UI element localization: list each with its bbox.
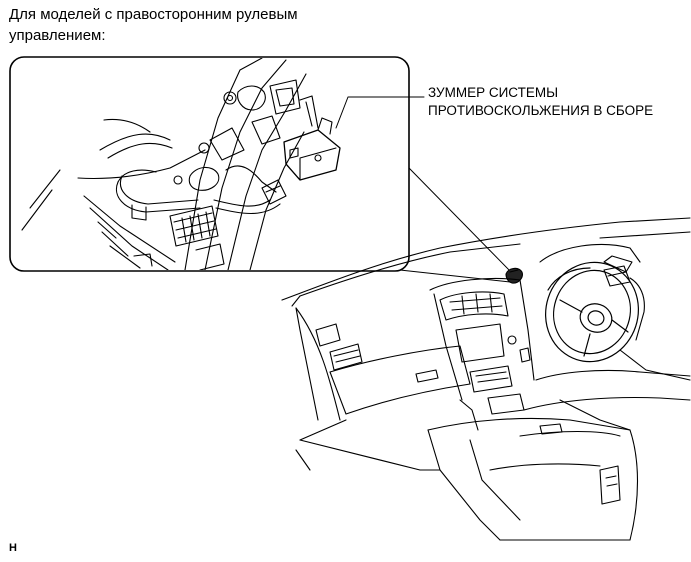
center-console xyxy=(427,417,638,541)
dashboard-view xyxy=(281,217,691,541)
center-stack xyxy=(429,277,535,415)
inset-steering-bracket xyxy=(184,58,307,270)
inset-dash-contour xyxy=(77,149,206,270)
buzzer-assembly-label: ЗУММЕР СИСТЕМЫ ПРОТИВОСКОЛЬЖЕНИЯ В СБОРЕ xyxy=(428,84,653,120)
steering-wheel xyxy=(545,261,639,363)
figure-caption: Для моделей с правосторонним рулевым упр… xyxy=(9,4,298,46)
figure-code: H xyxy=(9,542,17,554)
buzzer-label-line-2: ПРОТИВОСКОЛЬЖЕНИЯ В СБОРЕ xyxy=(428,103,654,118)
instrument-hood xyxy=(539,243,641,263)
inset-wire-harness xyxy=(116,175,201,213)
caption-line-2: управлением: xyxy=(9,27,106,44)
caption-line-1: Для моделей с правосторонним рулевым xyxy=(9,6,298,23)
inset-frame xyxy=(9,56,410,272)
inset-projection-line-bottom xyxy=(399,269,511,283)
buzzer-callout-line xyxy=(335,96,425,129)
inset-detail-view xyxy=(9,56,410,272)
dash-front-face xyxy=(295,307,341,421)
inset-projection-line-top xyxy=(408,167,513,274)
glove-box xyxy=(329,345,471,415)
inset-plug xyxy=(261,179,287,205)
leader-lines xyxy=(335,96,513,283)
dash-top-edge xyxy=(281,217,691,301)
buzzer-label-line-1: ЗУММЕР СИСТЕМЫ xyxy=(428,85,559,100)
driver-vent xyxy=(603,265,631,287)
inset-connector xyxy=(169,205,219,247)
inset-buzzer xyxy=(283,117,341,181)
passenger-vent xyxy=(315,323,363,371)
